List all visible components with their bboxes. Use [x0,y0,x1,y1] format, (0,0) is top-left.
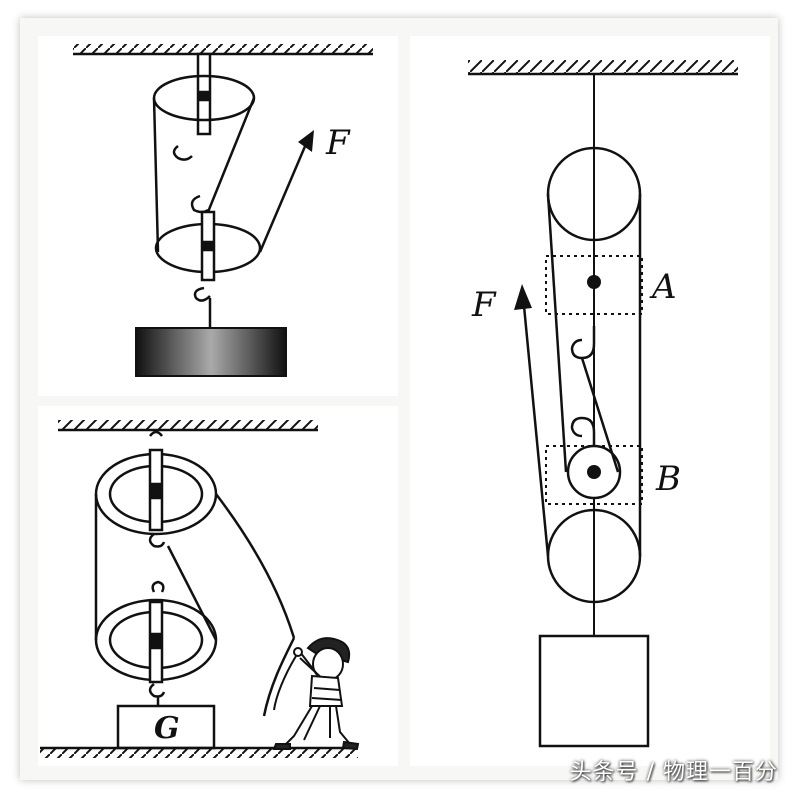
rope [94,493,296,717]
force-arrow: F [471,284,532,325]
lower-pulley [94,580,218,706]
pulley-diagram-3: A B F [468,60,738,748]
panel-pulley-system-1: F [38,36,398,396]
weight-label: G [154,711,180,746]
upper-hook [570,326,596,360]
pulley-a-axle [587,275,601,289]
force-arrow: F [298,123,351,163]
lower-hook [570,416,596,450]
floor [40,746,358,758]
weight-block: G [116,704,216,750]
watermark-text: 头条号 / 物理一百分 [569,760,778,785]
upper-pulley [94,430,218,548]
rope-tail [273,655,297,711]
rope [522,193,642,557]
pulley-b-axle [587,465,601,479]
pulley-b-label: B [655,459,681,499]
force-label: F [471,285,497,325]
ceiling [468,60,738,76]
pulley-a-label: A [649,267,677,307]
pulley-diagram-2: G [40,420,360,758]
upper-pulley [152,52,256,161]
ceiling [73,44,373,56]
panel-pulley-system-3: A B F [410,36,770,766]
person-pulling-rope [272,637,360,751]
pulley-diagram-1: F [73,44,373,377]
force-label: F [325,123,351,163]
lower-pulley [154,194,262,328]
load-block [135,327,287,377]
load-block [538,634,650,748]
rope [152,97,308,253]
panel-pulley-system-2: G [38,406,398,766]
ceiling [58,420,318,432]
